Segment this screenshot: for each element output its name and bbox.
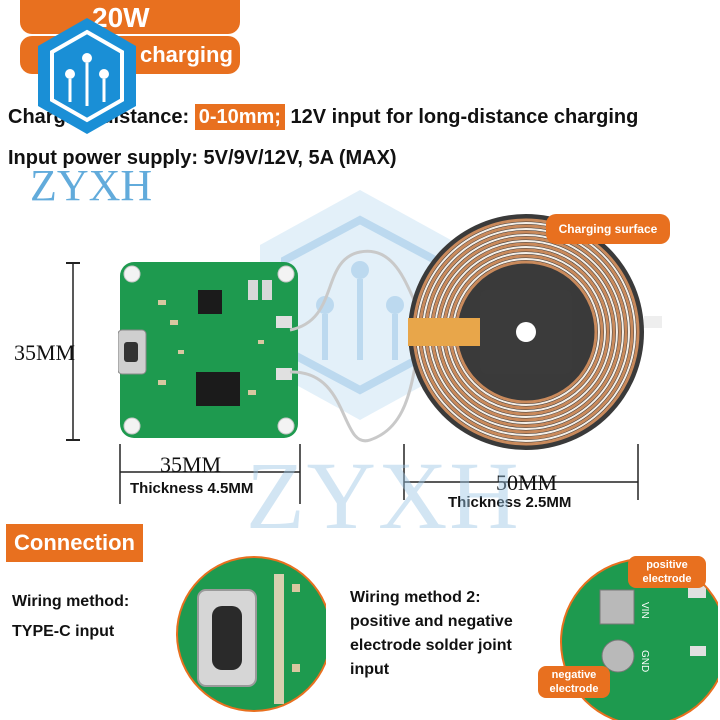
brand-logo-icon [38, 18, 136, 134]
board-height-dimension [66, 262, 80, 441]
vin-pad-label: VIN [639, 602, 650, 619]
charging-surface-label: Charging surface [558, 222, 658, 236]
wireless-coil-image [408, 214, 662, 450]
charging-badge-text: charging [140, 42, 233, 67]
board-height-label: 35MM [14, 340, 76, 365]
typec-closeup-image [176, 556, 326, 712]
connection-title: Connection [6, 524, 143, 562]
gnd-pad-label: GND [639, 650, 650, 672]
coil-diameter-label: 50MM [496, 470, 558, 495]
coil-wires [289, 249, 422, 443]
power-badge [20, 0, 240, 34]
charging-surface-tag: Charging surface [546, 214, 670, 244]
coil-width-dimension [403, 444, 639, 500]
method1-line1: Wiring method: [12, 593, 130, 610]
negative-electrode-tag: negative electrode [538, 666, 610, 698]
positive-tag-line1: positive [646, 559, 688, 571]
coil-thickness-label: Thickness 2.5MM [448, 494, 572, 511]
positive-electrode-tag: positive electrode [628, 556, 706, 588]
method2-text: Wiring method 2: positive and negative e… [350, 586, 513, 682]
method2-line2: positive and negative [350, 613, 513, 630]
pcb-board-image [118, 262, 298, 438]
negative-tag-line2: electrode [549, 683, 599, 695]
board-thickness-label: Thickness 4.5MM [130, 480, 254, 497]
negative-tag-line1: negative [551, 669, 597, 681]
watermark-logo-icon [260, 190, 460, 420]
method1-line2: TYPE-C input [12, 623, 115, 640]
distance-suffix: 12V input for long-distance charging [290, 106, 639, 128]
method2-line4: input [350, 661, 390, 678]
input-line: Input power supply: 5V/9V/12V, 5A (MAX) [8, 147, 397, 169]
distance-value: 0-10mm; [194, 104, 285, 130]
method2-line1: Wiring method 2: [350, 589, 481, 606]
positive-tag-line2: electrode [642, 573, 692, 585]
board-width-label: 35MM [160, 452, 222, 477]
method2-line3: electrode solder joint [350, 637, 512, 654]
watermark-text: ZYXH [246, 442, 521, 549]
board-width-dimension [119, 444, 301, 504]
method1-text: Wiring method: TYPE-C input [12, 590, 129, 644]
brand-logo-text: ZYXH [30, 161, 153, 210]
